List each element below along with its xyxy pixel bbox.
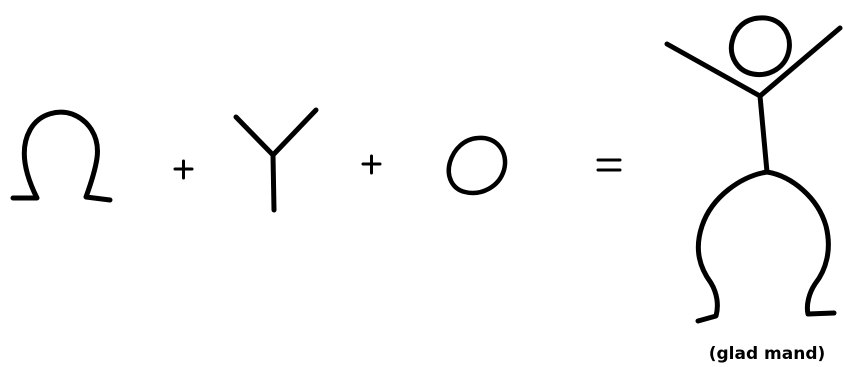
figure-left-leg <box>698 172 767 321</box>
plus-operator-1 <box>175 161 192 178</box>
omega-glyph <box>13 112 110 200</box>
figure-torso <box>760 96 767 172</box>
y-branch-glyph <box>236 110 316 210</box>
figure-right-leg <box>767 172 834 314</box>
stick-figure-glad-mand <box>667 18 840 321</box>
figure-head <box>731 18 789 75</box>
circle-glyph <box>449 138 505 193</box>
equals-operator <box>598 160 620 170</box>
result-caption: (glad mand) <box>709 344 826 364</box>
plus-operator-2 <box>363 156 380 173</box>
figure-arms <box>667 28 840 96</box>
